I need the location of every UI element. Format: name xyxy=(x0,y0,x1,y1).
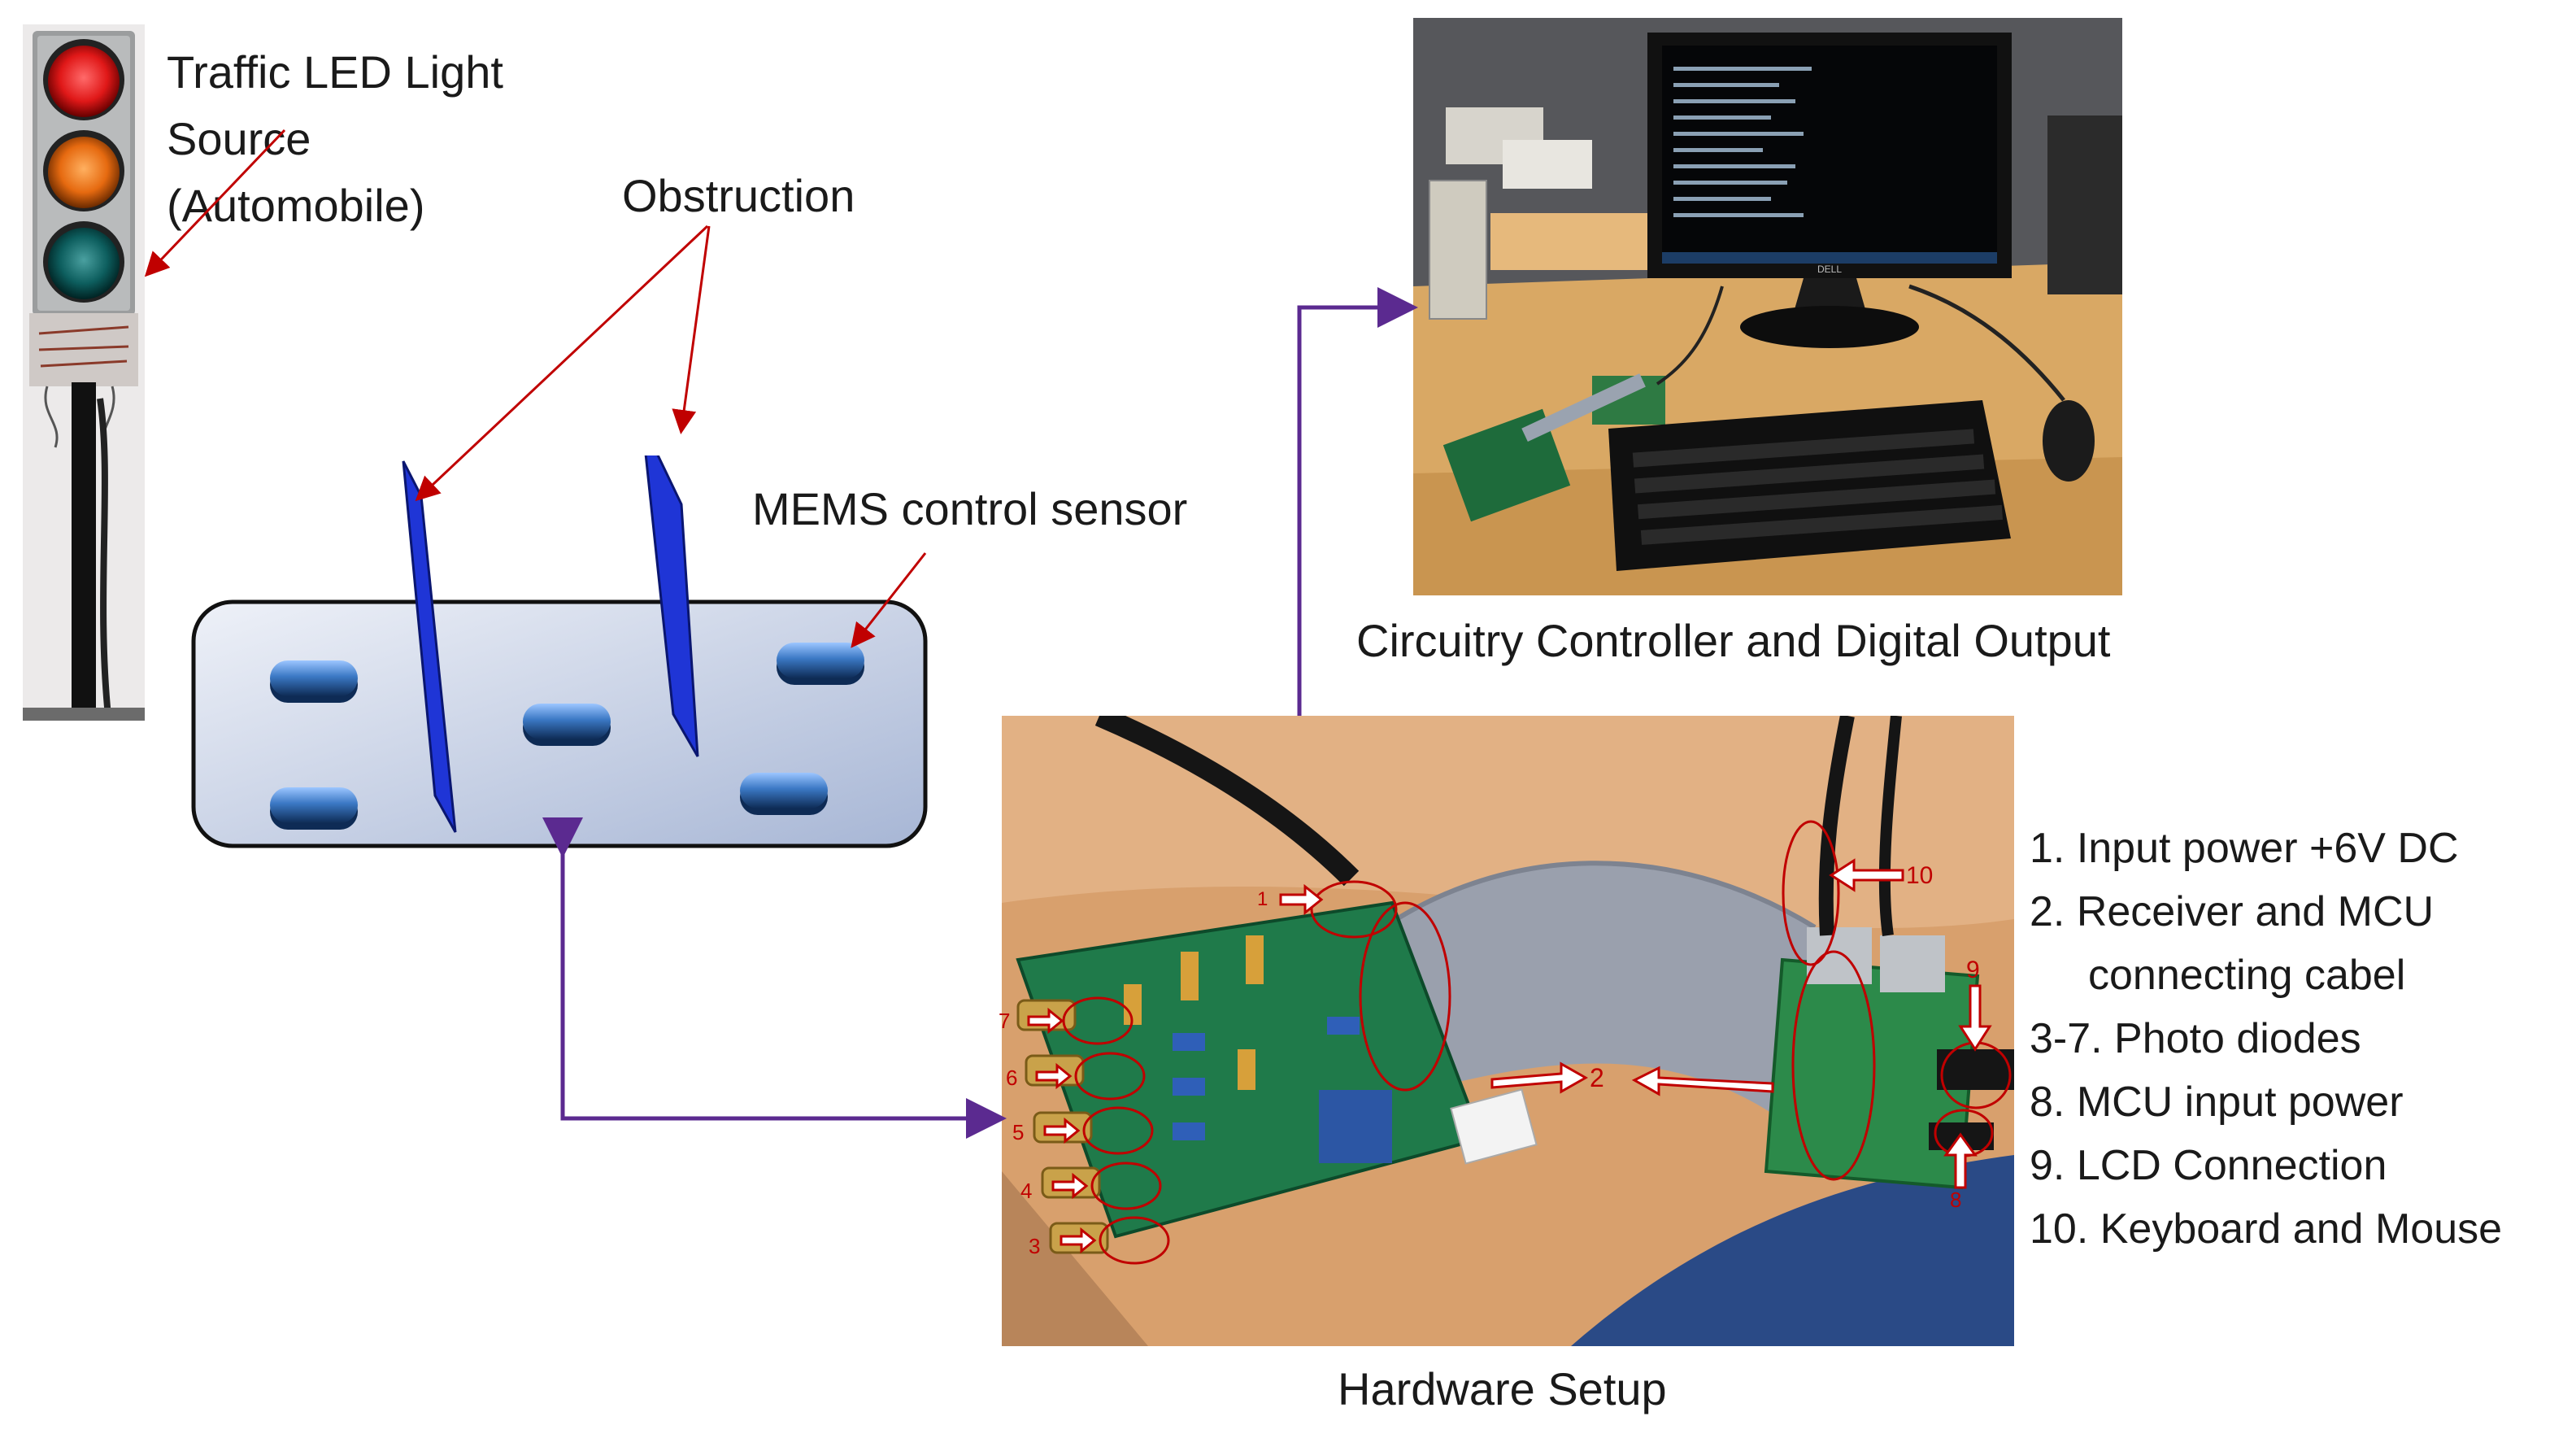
legend-item: 1. Input power +6V DC xyxy=(2030,825,2459,872)
mems-sensor xyxy=(270,787,358,830)
traffic-light-label: Traffic LED Light Source (Automobile) xyxy=(167,39,503,239)
hardware-photo xyxy=(1002,716,2014,1346)
monitor-brand: DELL xyxy=(1817,264,1842,275)
mems-sensor xyxy=(777,643,864,685)
controller-photo: DELL xyxy=(1413,18,2122,595)
traffic-light-photo xyxy=(23,24,145,721)
keyboard xyxy=(1608,400,2011,571)
hardware-caption: Hardware Setup xyxy=(1338,1363,1667,1414)
mems-sensor xyxy=(270,660,358,703)
controller-caption: Circuitry Controller and Digital Output xyxy=(1356,615,2111,666)
mems-sensor xyxy=(740,773,828,815)
traffic-light-label-line2: Source xyxy=(167,113,311,164)
legend-item: connecting cabel xyxy=(2088,952,2406,999)
sensor-panel-diagram xyxy=(191,455,928,848)
legend-item: 9. LCD Connection xyxy=(2030,1142,2387,1189)
obstruction-label: Obstruction xyxy=(622,170,855,221)
legend-item: 3-7. Photo diodes xyxy=(2030,1015,2361,1062)
mems-label: MEMS control sensor xyxy=(752,483,1188,534)
mouse xyxy=(2043,400,2095,482)
legend-item: 10. Keyboard and Mouse xyxy=(2030,1205,2503,1253)
arrow-obstruction-right xyxy=(672,225,711,434)
legend-item: 2. Receiver and MCU xyxy=(2030,888,2435,935)
connector-panel-to-hardware xyxy=(542,817,1007,1139)
legend-item: 8. MCU input power xyxy=(2030,1079,2404,1126)
traffic-light-label-line3: (Automobile) xyxy=(167,180,425,231)
mems-sensor xyxy=(523,704,611,746)
traffic-light-label-line1: Traffic LED Light xyxy=(167,46,503,98)
component-legend: 1. Input power +6V DC 2. Receiver and MC… xyxy=(2030,817,2502,1261)
